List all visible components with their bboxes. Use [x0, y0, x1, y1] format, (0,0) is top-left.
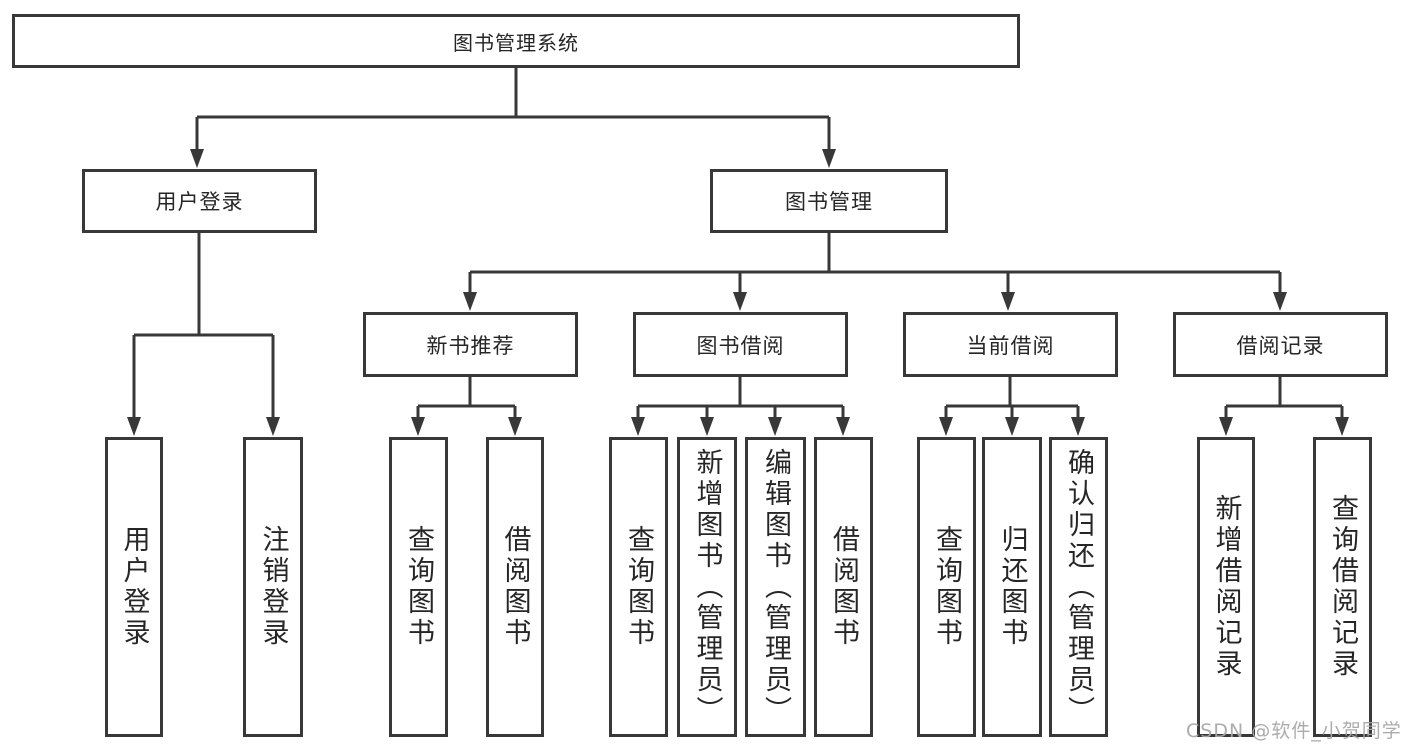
leaf-query-borrow-record: 查询借阅记录 [1313, 437, 1372, 737]
leaf-label: 查询图书 [931, 525, 962, 649]
leaf-label: 归还图书 [996, 525, 1028, 649]
node-current-borrow: 当前借阅 [903, 312, 1118, 377]
leaf-add-borrow-record: 新增借阅记录 [1197, 437, 1255, 737]
leaf-edit-books-admin: 编辑图书（管理员） [745, 437, 806, 737]
node-label: 图书管理系统 [453, 30, 579, 55]
node-label: 图书管理 [785, 190, 873, 214]
leaf-label: 确认归还（管理员） [1063, 447, 1094, 727]
leaf-label: 新增借阅记录 [1210, 494, 1242, 680]
leaf-query-books-borrow: 查询图书 [609, 437, 668, 737]
leaf-add-books-admin: 新增图书（管理员） [677, 437, 737, 737]
leaf-label: 借阅图书 [828, 525, 859, 649]
leaf-label: 注销登录 [257, 525, 289, 649]
node-label: 借阅记录 [1236, 333, 1325, 358]
leaf-borrow-books: 借阅图书 [814, 437, 873, 737]
leaf-confirm-return-admin: 确认归还（管理员） [1049, 437, 1108, 737]
leaf-label: 查询图书 [623, 525, 654, 649]
leaf-borrow-books-recommend: 借阅图书 [486, 437, 544, 737]
watermark: CSDN @软件_小贺同学 [1186, 720, 1402, 742]
node-user-login: 用户登录 [82, 169, 317, 233]
leaf-label: 新增图书（管理员） [691, 447, 723, 727]
node-book-management: 图书管理 [710, 169, 948, 233]
leaf-query-books-recommend: 查询图书 [389, 437, 448, 737]
leaf-query-books-current: 查询图书 [917, 437, 976, 737]
node-library-management-system: 图书管理系统 [12, 14, 1020, 68]
node-new-book-recommend: 新书推荐 [363, 312, 578, 377]
node-book-borrow: 图书借阅 [633, 312, 848, 377]
leaf-return-books: 归还图书 [982, 437, 1042, 737]
node-label: 图书借阅 [696, 333, 785, 358]
leaf-label: 查询图书 [403, 525, 434, 649]
node-borrow-records: 借阅记录 [1173, 312, 1388, 377]
node-label: 用户登录 [155, 190, 244, 214]
arrowheads [127, 149, 1349, 436]
node-label: 新书推荐 [426, 333, 515, 358]
node-label: 当前借阅 [966, 333, 1055, 358]
leaf-label: 用户登录 [118, 525, 150, 649]
leaf-user-login: 用户登录 [105, 437, 163, 737]
leaf-logout: 注销登录 [243, 437, 303, 737]
leaf-label: 查询借阅记录 [1327, 494, 1358, 680]
leaf-label: 编辑图书（管理员） [760, 447, 791, 727]
leaf-label: 借阅图书 [499, 525, 531, 649]
